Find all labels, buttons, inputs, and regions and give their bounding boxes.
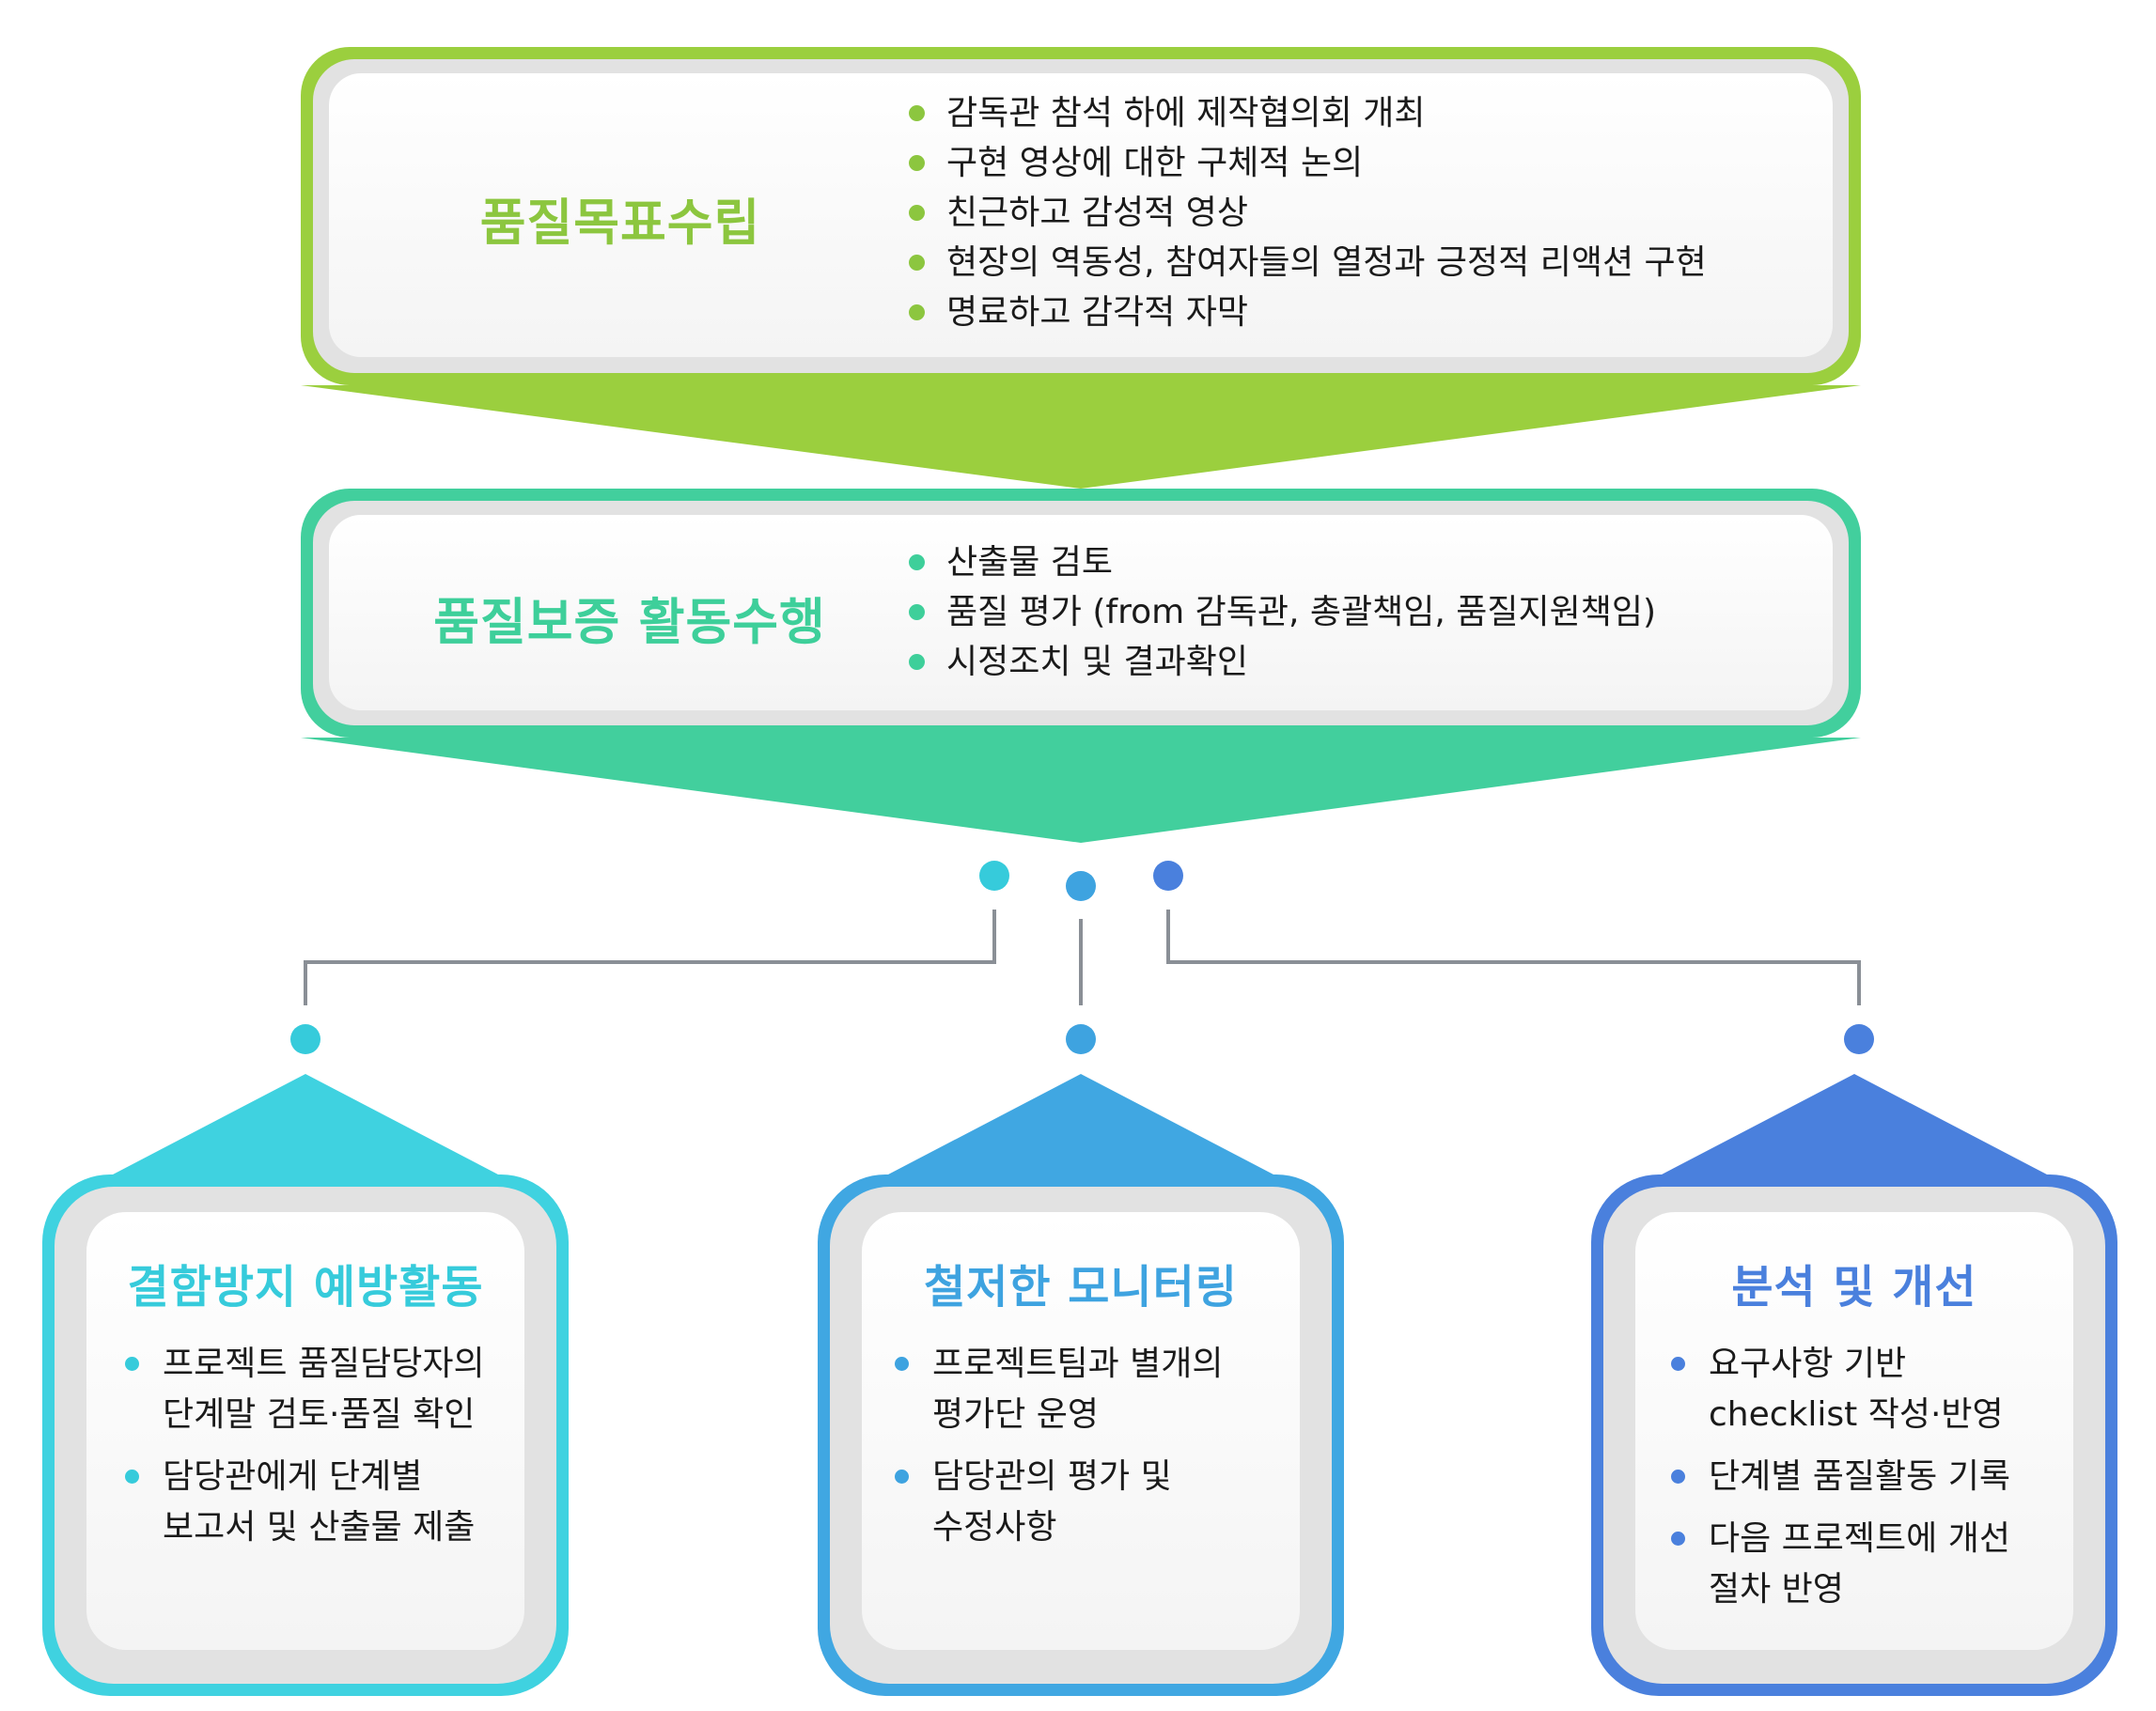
card-improvement-shape [1591, 1074, 2117, 1696]
goal-inner-box [329, 73, 1833, 357]
bullet-dot-icon [909, 155, 925, 171]
bullet-dot-icon [909, 255, 925, 271]
connector-dot-improvement-bottom [1844, 1024, 1874, 1054]
card-prevention-shape [42, 1074, 569, 1696]
list-item: 산출물 검토 [909, 537, 1656, 587]
bullet-dot-icon [909, 604, 925, 620]
list-item: 친근하고 감성적 영상 [909, 188, 1707, 238]
assurance-title: 품질보증 활동수행 [433, 594, 826, 651]
bullet-dot-icon [909, 654, 925, 670]
goal-title: 품질목표수립 [479, 194, 761, 252]
bullet-dot-icon [1671, 1357, 1685, 1371]
bullet-dot-icon [1671, 1470, 1685, 1484]
connector-dot-monitoring-top [1066, 871, 1096, 901]
card-monitoring-shape [818, 1074, 1344, 1696]
list-item: 현장의 역동성, 참여자들의 열정과 긍정적 리액션 구현 [909, 238, 1707, 288]
assurance-inner-box [329, 515, 1833, 710]
connector-dot-prevention-bottom [290, 1024, 320, 1054]
bullet-dot-icon [909, 304, 925, 320]
bullet-dot-icon [1671, 1532, 1685, 1546]
bullet-dot-icon [895, 1357, 909, 1371]
list-item: 단계별 품질활동 기록 [1671, 1452, 2010, 1502]
connector-dot-monitoring-bottom [1066, 1024, 1096, 1054]
assurance-panel [301, 489, 1861, 843]
list-item: 감독관 참석 하에 제작협의회 개최 [909, 88, 1707, 138]
bullet-dot-icon [909, 205, 925, 221]
card-improvement-title: 분석 및 개선 [1731, 1261, 1977, 1314]
card-monitoring-title: 철저한 모니터링 [924, 1261, 1238, 1314]
assurance-bullet-list: 산출물 검토 품질 평가 (from 감독관, 총괄책임, 품질지원책임) 시정… [909, 537, 1656, 687]
connector-dot-prevention-top [979, 861, 1009, 891]
bullet-dot-icon [895, 1470, 909, 1484]
list-item: 명료하고 감각적 자막 [909, 288, 1707, 337]
bullet-dot-icon [125, 1470, 139, 1484]
bullet-dot-icon [909, 554, 925, 570]
connector-lines [304, 910, 1861, 1005]
goal-arrow [301, 385, 1861, 489]
list-item: 품질 평가 (from 감독관, 총괄책임, 품질지원책임) [909, 587, 1656, 637]
bullet-dot-icon [909, 105, 925, 121]
bullet-dot-icon [125, 1357, 139, 1371]
goal-panel [301, 47, 1861, 489]
list-item: 구현 영상에 대한 구체적 논의 [909, 138, 1707, 188]
list-item: 시정조치 및 결과확인 [909, 637, 1656, 687]
goal-bullet-list: 감독관 참석 하에 제작협의회 개최 구현 영상에 대한 구체적 논의 친근하고… [909, 88, 1707, 337]
card-prevention-title: 결함방지 예방활동 [127, 1261, 484, 1314]
connector-dot-improvement-top [1153, 861, 1183, 891]
assurance-arrow [301, 738, 1861, 843]
